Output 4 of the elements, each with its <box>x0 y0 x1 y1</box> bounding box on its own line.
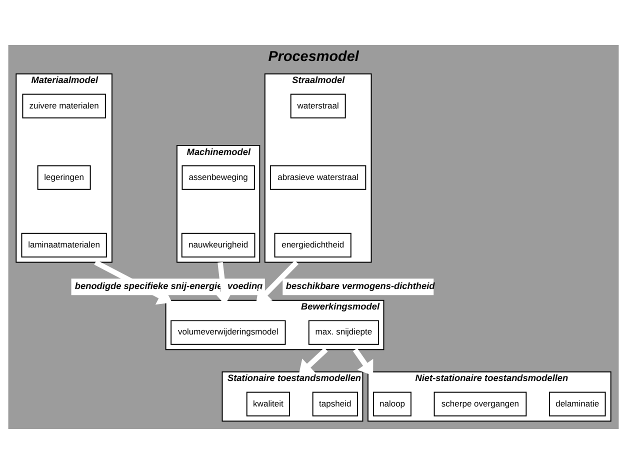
edge-label: voeding <box>228 280 263 290</box>
edge-label: beschikbare vermogens-dichtheid <box>286 280 435 290</box>
diagram-title: Procesmodel <box>268 48 359 65</box>
edge-label: benodigde specifieke snij-energie <box>74 280 222 290</box>
